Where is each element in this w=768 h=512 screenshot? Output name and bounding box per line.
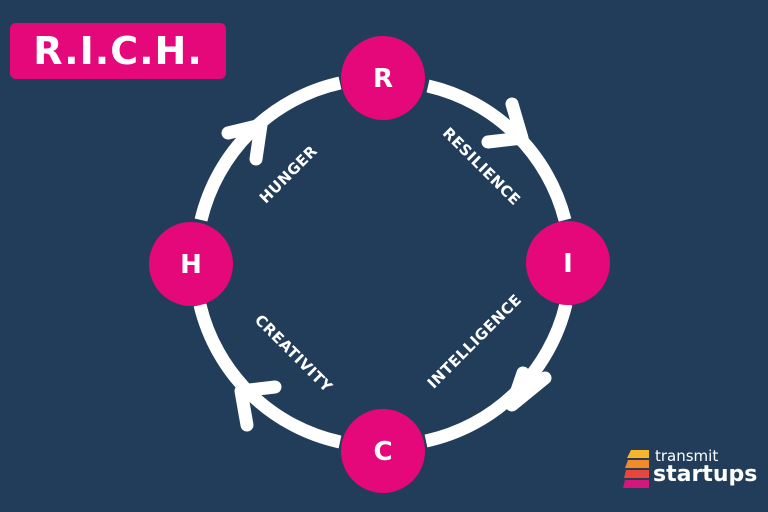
logo-text-startups: startups xyxy=(653,462,758,487)
arc-r-to-i xyxy=(426,79,572,222)
transmit-startups-logo: transmit startups xyxy=(623,447,757,494)
node-i: I xyxy=(526,221,610,305)
arrowhead-to-creativity xyxy=(234,380,282,432)
logo-text-transmit: transmit xyxy=(655,447,719,465)
node-h-label: H xyxy=(180,250,202,280)
node-r-label: R xyxy=(373,64,393,94)
node-i-label: I xyxy=(563,249,573,279)
arrowhead-to-intelligence xyxy=(505,366,552,412)
node-h: H xyxy=(149,222,233,306)
arrowhead-to-hunger xyxy=(221,118,268,166)
node-c: C xyxy=(341,409,425,493)
logo-stripes-icon xyxy=(623,450,649,488)
stage-hunger: HUNGER xyxy=(256,142,321,207)
stage-intelligence: INTELLIGENCE xyxy=(424,291,526,393)
node-r: R xyxy=(341,36,425,120)
page-title: R.I.C.H. xyxy=(33,29,203,73)
arrowhead-to-resilience xyxy=(481,97,529,149)
node-c-label: C xyxy=(373,437,392,467)
title-badge: R.I.C.H. xyxy=(10,23,226,79)
